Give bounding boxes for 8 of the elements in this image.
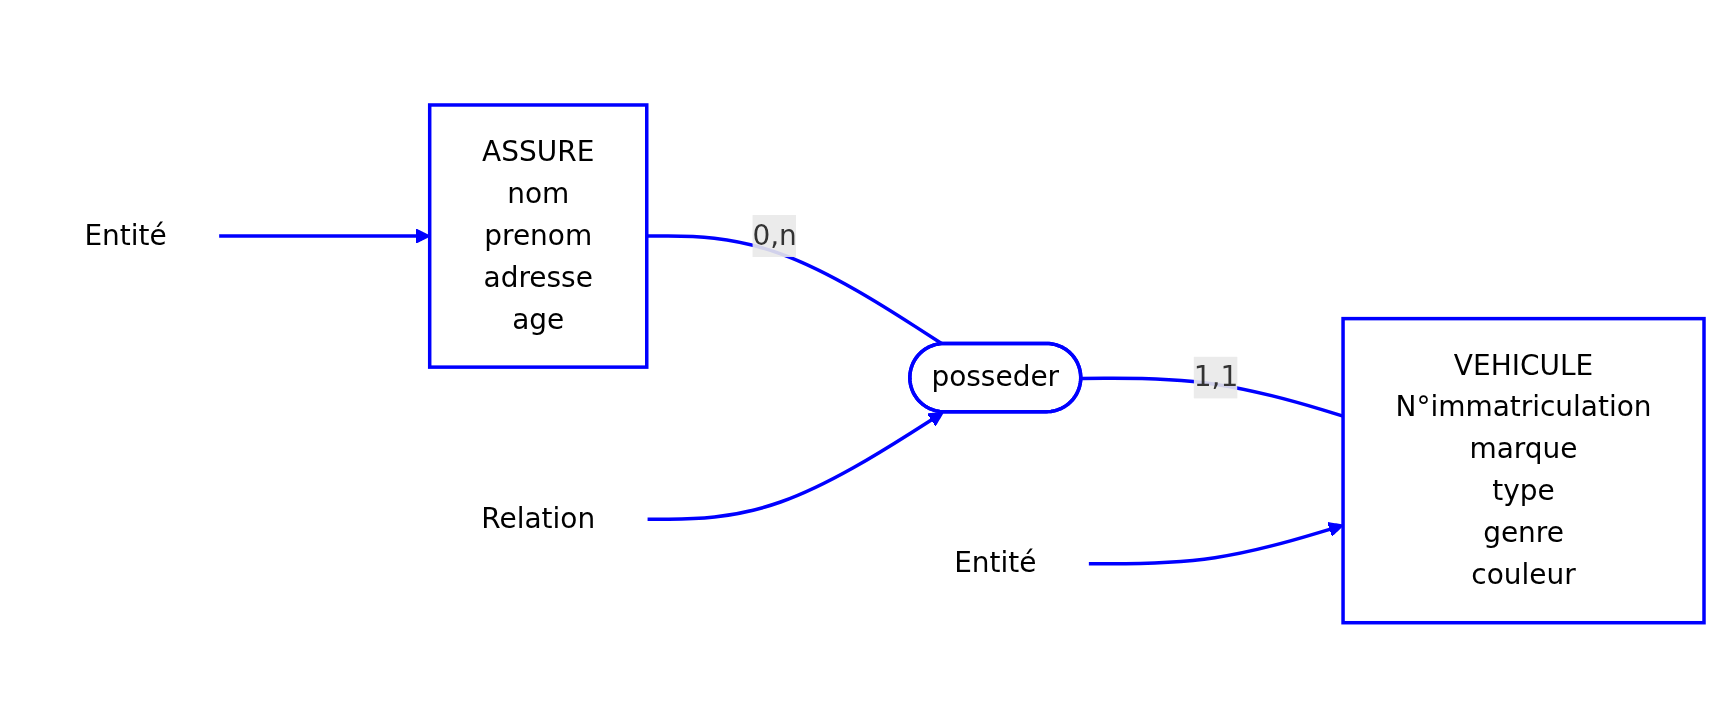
- node-text: Relation: [481, 501, 596, 535]
- node-box: ASSURE nom prenom adresse age: [427, 102, 649, 369]
- edge-label: 1,1: [1193, 359, 1239, 393]
- node-box: VEHICULE N°immatriculation marque type genre couleur: [1341, 316, 1706, 625]
- node-text: Entité: [84, 218, 167, 252]
- arrow: [647, 411, 944, 521]
- edge-label: 0,n: [752, 218, 797, 252]
- node-text: Entité: [954, 545, 1037, 580]
